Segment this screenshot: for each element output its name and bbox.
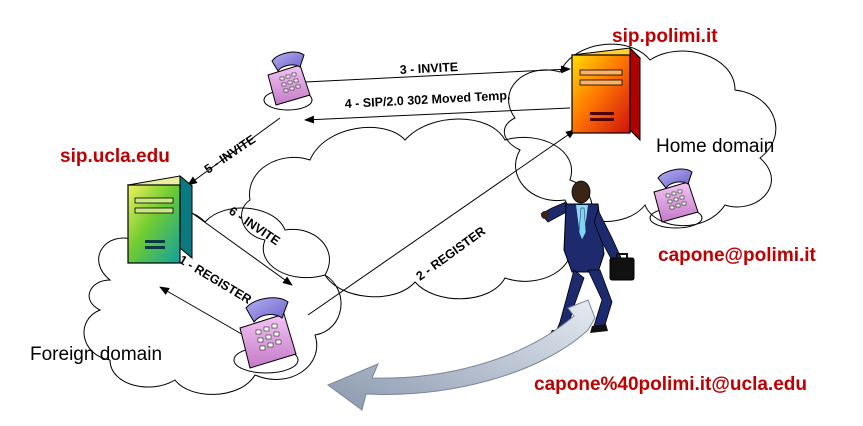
home-server-label: sip.polimi.it [612,26,718,47]
msg-label-5: 5 - INVITE [202,132,258,176]
telephone-icon-top [263,51,313,111]
msg-label-2: 2 - REGISTER [414,224,489,284]
arrow-5-invite [187,117,281,186]
foreign-server-icon [126,174,194,264]
home-user-address: capone@polimi.it [658,245,817,266]
telephone-icon-home [649,168,703,229]
arrow-2-register [307,129,576,316]
msg-label-1: 1 - REGISTER [176,253,253,307]
arrow-4-redirect [304,107,571,124]
temporary-user-address: capone%40polimi.it@ucla.edu [534,374,807,395]
movement-arrow [326,299,596,411]
foreign-server-label: sip.ucla.edu [60,146,170,167]
msg-label-3: 3 - INVITE [399,60,458,77]
msg-label-6: 6 - INVITE [226,204,282,248]
home-domain-cloud [503,43,777,227]
arrow-6-invite [191,212,293,286]
home-domain-label: Home domain [656,136,774,157]
foreign-domain-label: Foreign domain [30,344,162,365]
telephone-icon-foreign [233,297,299,374]
msg-label-4: 4 - SIP/2.0 302 Moved Temp. [344,88,510,111]
arrow-3-invite [304,65,571,83]
foreign-domain-cloud [83,207,342,395]
home-server-icon [570,46,642,142]
arrow-1-register [159,286,253,341]
